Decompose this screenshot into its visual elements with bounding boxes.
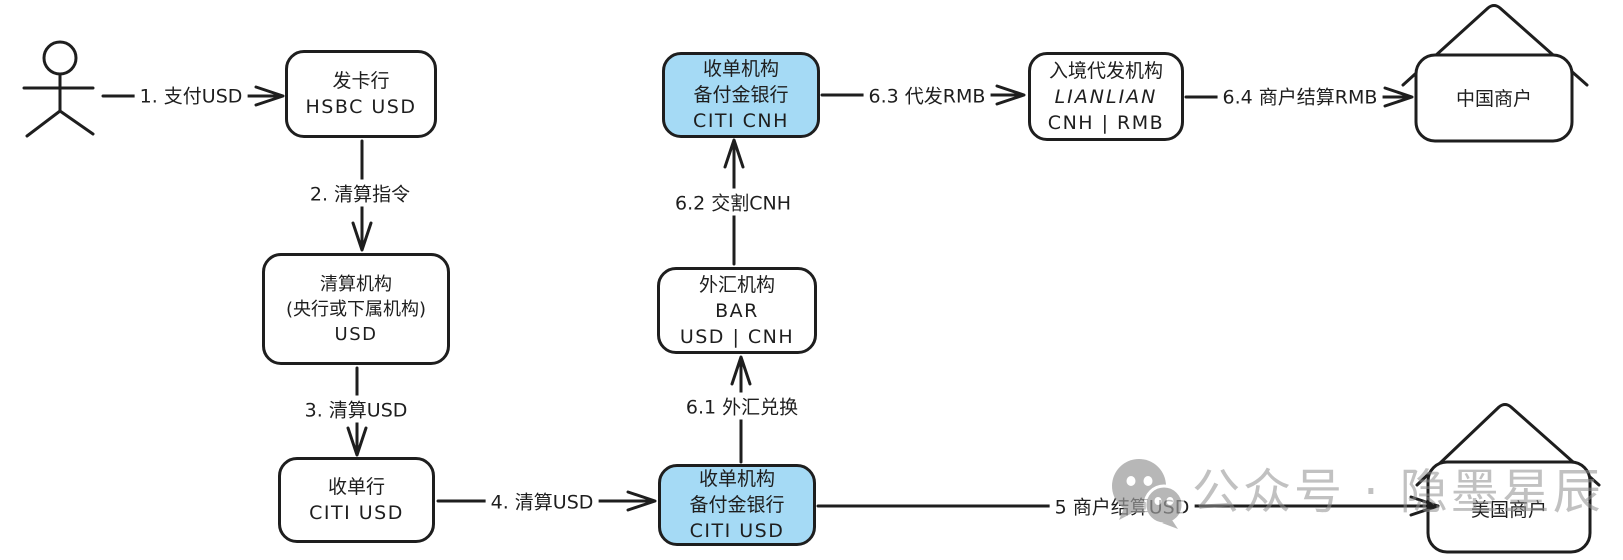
- node-clearing-house: 清算机构 (央行或下属机构) USD: [262, 253, 450, 365]
- edge-label-merchant-settle-usd: 5 商户结算USD: [1049, 492, 1195, 520]
- node-acquirer-reserve-usd: 收单机构 备付金银行 CITI USD: [658, 464, 816, 546]
- edge-label-clearing-instruction: 2. 清算指令: [304, 179, 416, 207]
- node-acquirer-reserve-cnh-line1: 收单机构: [702, 58, 779, 80]
- node-fx-institution: 外汇机构 BAR USD | CNH: [657, 267, 817, 354]
- edge-label-deliver-cnh: 6.2 交割CNH: [669, 188, 797, 216]
- node-acquiring-bank-detail: CITI USD: [309, 502, 404, 524]
- edge-label-fx-exchange: 6.1 外汇兑换: [680, 392, 804, 420]
- node-clearing-house-name: 清算机构: [320, 273, 392, 295]
- node-clearing-house-subtitle: (央行或下属机构): [285, 298, 427, 320]
- node-acquiring-bank: 收单行 CITI USD: [278, 457, 435, 543]
- node-acquirer-reserve-cnh: 收单机构 备付金银行 CITI CNH: [662, 52, 820, 138]
- node-fx-institution-name: 外汇机构: [698, 273, 775, 296]
- node-fx-institution-detail: BAR: [715, 299, 759, 322]
- node-fx-institution-pair: USD | CNH: [679, 325, 795, 348]
- node-acquiring-bank-name: 收单行: [327, 476, 385, 498]
- house-china-merchant: [1401, 4, 1589, 143]
- node-inbound-payout-detail: LIANLIAN: [1054, 85, 1158, 108]
- house-us-merchant: [1415, 403, 1601, 554]
- edge-label-clear-usd-2: 4. 清算USD: [485, 487, 599, 515]
- node-acquirer-reserve-cnh-line2: 备付金银行: [693, 84, 789, 106]
- node-clearing-house-currency: USD: [334, 323, 378, 345]
- node-card-issuer-detail: HSBC USD: [305, 96, 417, 118]
- edge-label-pay-usd: 1. 支付USD: [134, 81, 248, 109]
- node-china-merchant-label: 中国商户: [1455, 88, 1532, 110]
- node-inbound-payout: 入境代发机构 LIANLIAN CNH | RMB: [1028, 52, 1184, 141]
- edge-label-clear-usd: 3. 清算USD: [299, 395, 413, 423]
- node-card-issuer-name: 发卡行: [332, 70, 390, 92]
- node-us-merchant-label: 美国商户: [1470, 499, 1547, 521]
- node-inbound-payout-pair: CNH | RMB: [1047, 111, 1165, 134]
- node-card-issuer: 发卡行 HSBC USD: [285, 50, 437, 138]
- node-acquirer-reserve-usd-detail: CITI USD: [689, 520, 785, 542]
- node-acquirer-reserve-usd-line1: 收单机构: [698, 468, 775, 490]
- node-inbound-payout-name: 入境代发机构: [1048, 59, 1163, 82]
- node-acquirer-reserve-cnh-detail: CITI CNH: [693, 110, 789, 132]
- edge-label-payout-rmb: 6.3 代发RMB: [863, 81, 991, 109]
- edge-label-merchant-settle-rmb: 6.4 商户结算RMB: [1217, 82, 1383, 110]
- person-icon: [22, 40, 95, 138]
- node-acquirer-reserve-usd-line2: 备付金银行: [689, 494, 785, 516]
